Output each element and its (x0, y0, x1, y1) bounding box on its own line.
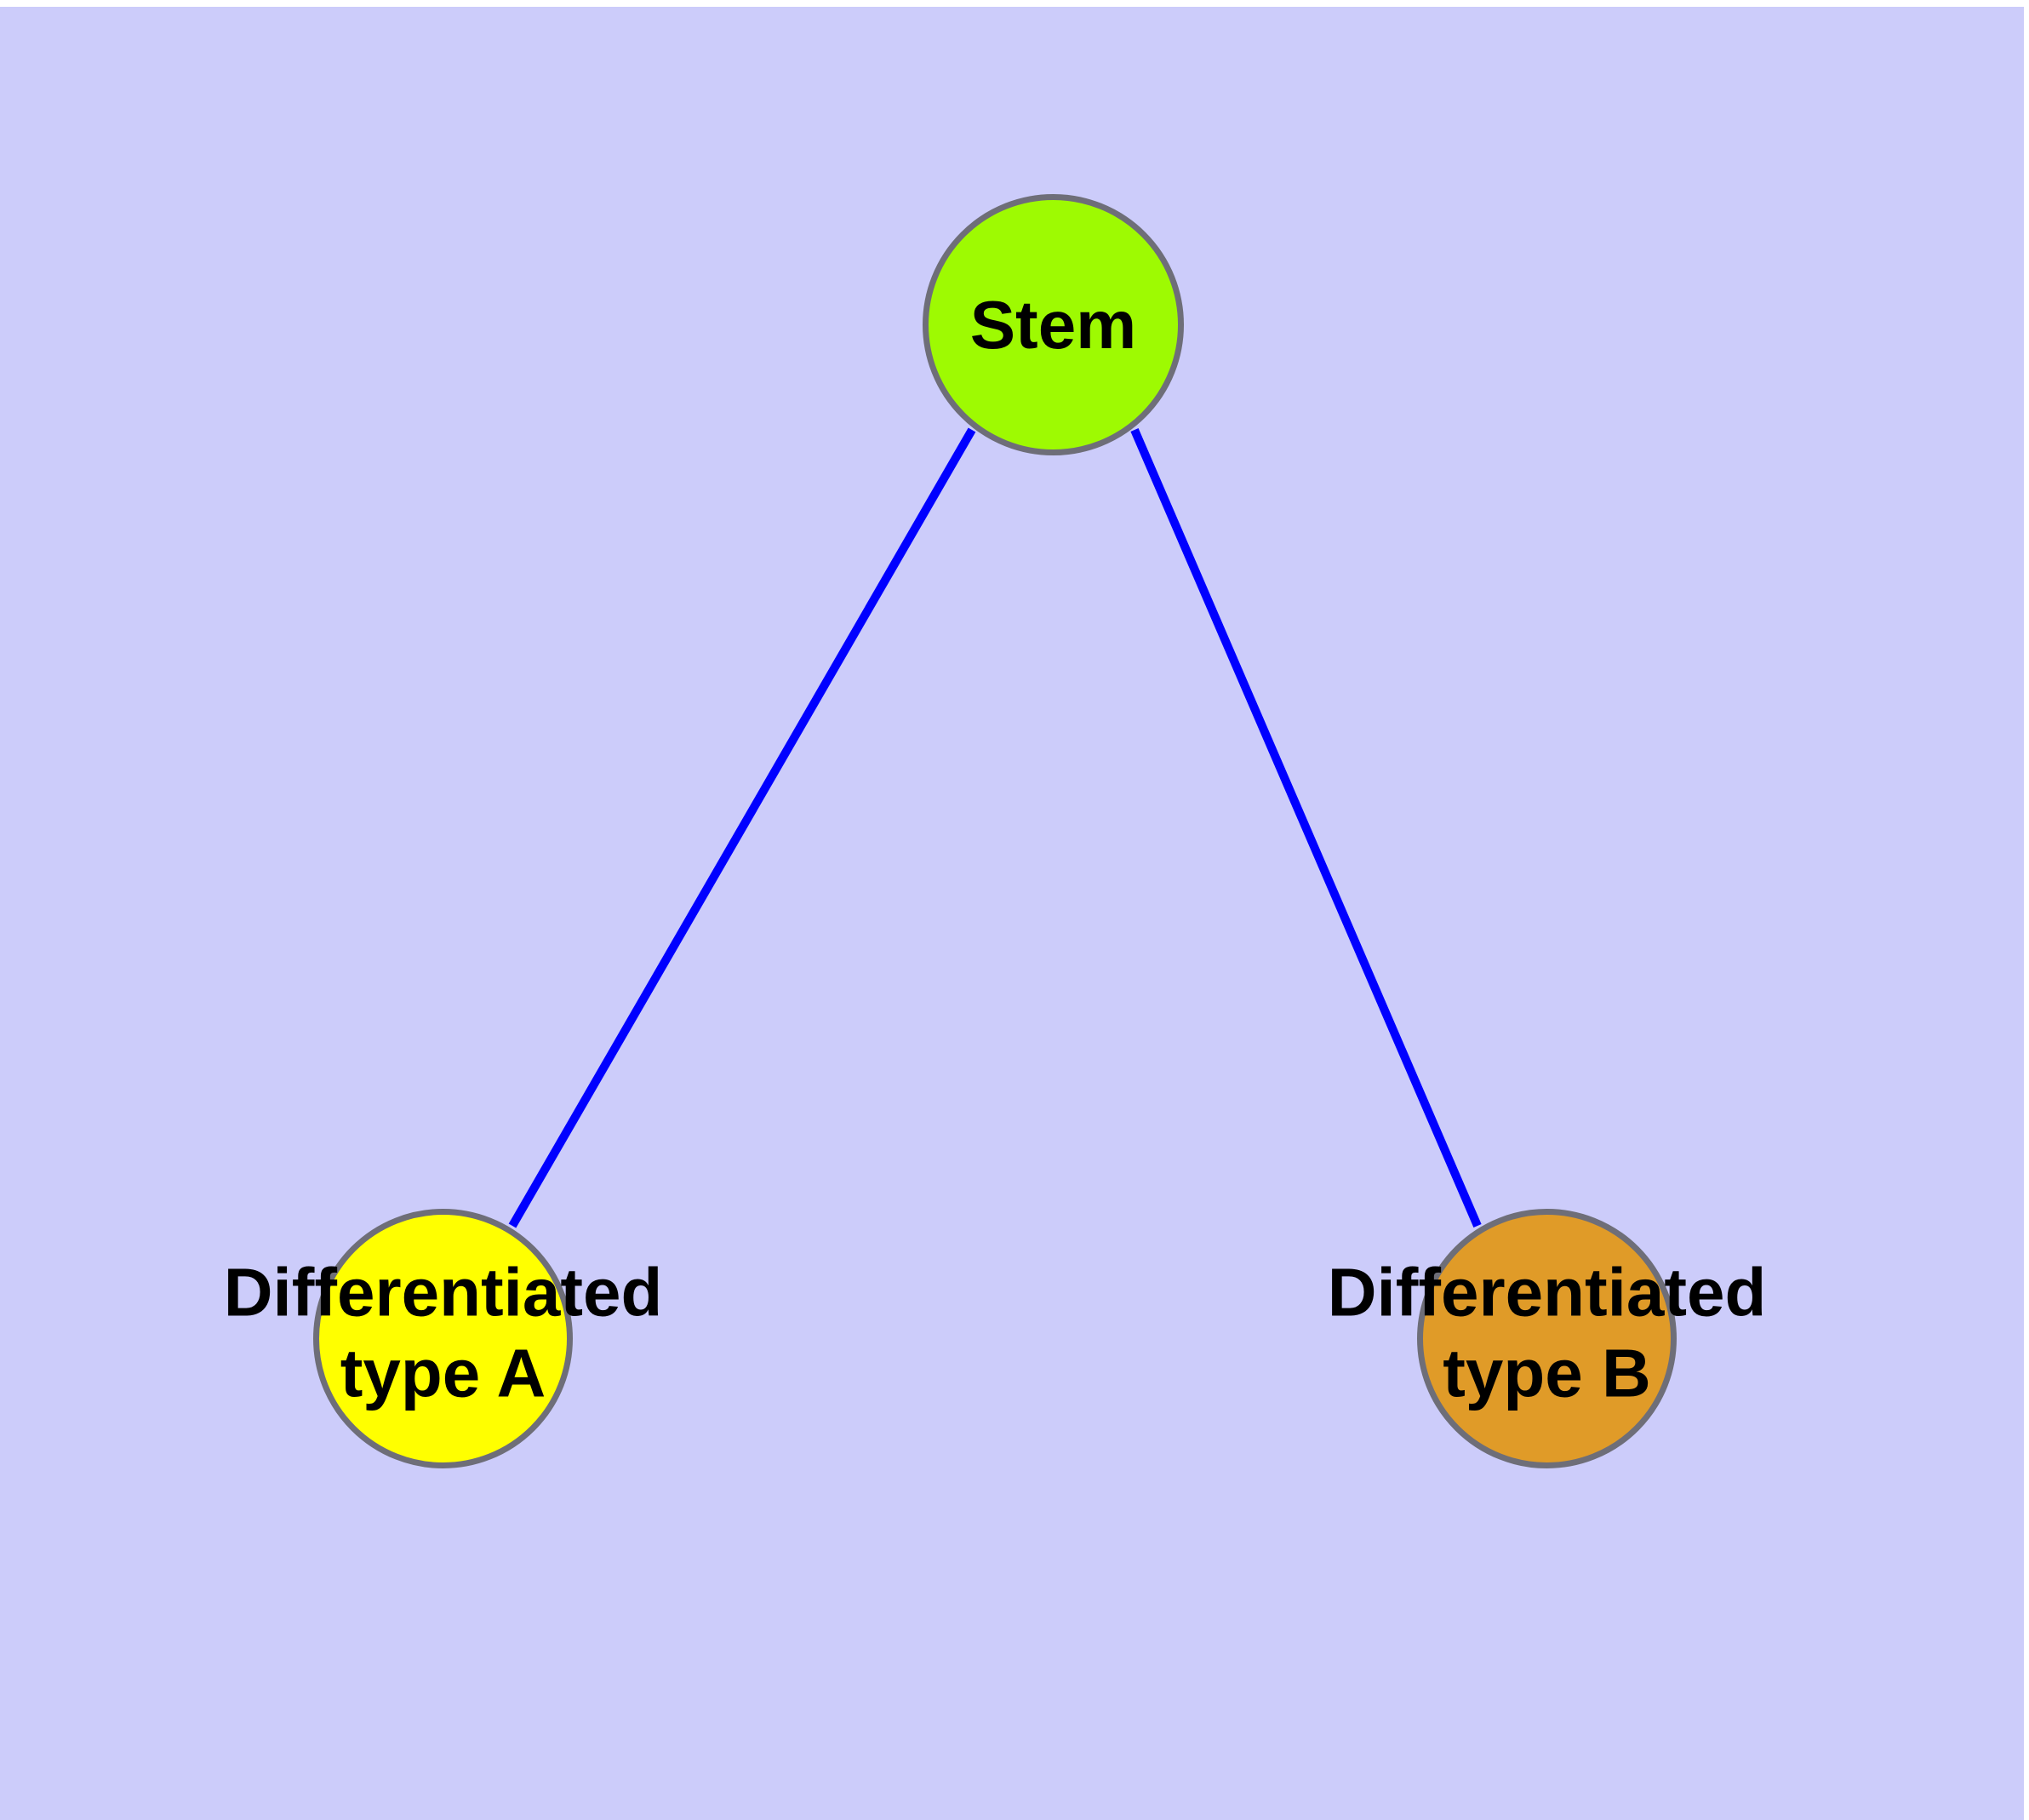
node-differentiated-type-a[interactable]: Differentiated type A (224, 1209, 662, 1468)
edge-stem-to-differentiated-type-b (1130, 428, 1482, 1228)
graph-canvas: Stem Differentiated type A Differentiate… (0, 7, 2024, 1820)
node-differentiated-type-a-circle[interactable] (313, 1209, 573, 1468)
edge-stem-to-differentiated-type-a (508, 427, 976, 1228)
node-differentiated-type-b-circle[interactable] (1417, 1209, 1677, 1468)
node-differentiated-type-b[interactable]: Differentiated type B (1328, 1209, 1766, 1468)
node-stem-circle[interactable] (923, 194, 1184, 455)
node-stem[interactable]: Stem (923, 194, 1184, 455)
